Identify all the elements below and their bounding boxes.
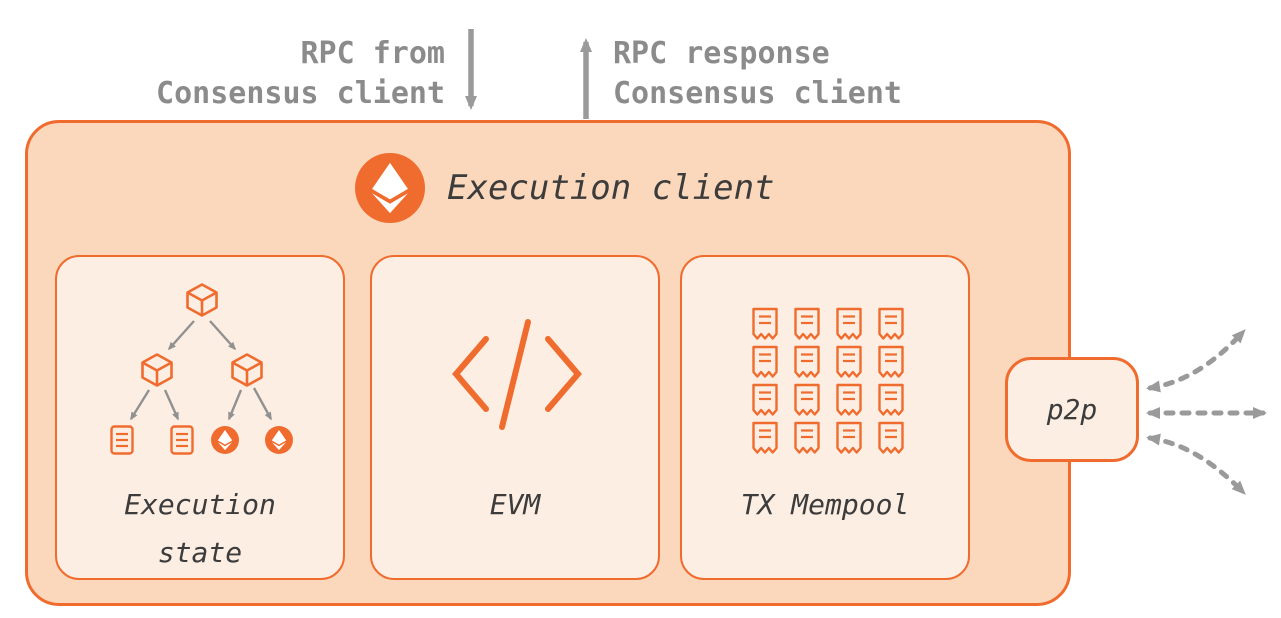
rpc-response-label: RPC response Consensus client [613,36,902,111]
p2p-box: p2p [1005,357,1139,462]
execution-state-card: Execution state [55,255,345,580]
evm-label: EVM [489,488,541,521]
receipts-grid-icon [752,307,904,454]
execution-state-label: Execution state [124,488,276,569]
p2p-label: p2p [1046,393,1098,426]
tx-mempool-card: TX Mempool [680,255,970,580]
execution-client-container: Execution client Execution state [25,120,1071,606]
merkle-tree-icon [110,283,293,455]
execution-client-header: Execution client [355,153,775,223]
rpc-request-down-arrow-icon [465,29,477,110]
rpc-response-up-arrow-icon [580,38,592,119]
evm-card: EVM [370,255,660,580]
execution-client-title: Execution client [447,168,775,208]
rpc-from-consensus-label: RPC from Consensus client [156,36,445,111]
p2p-network-arrows-icon [1146,329,1267,495]
ethereum-icon [355,153,425,223]
code-icon [452,319,582,430]
tx-mempool-label: TX Mempool [740,488,910,521]
